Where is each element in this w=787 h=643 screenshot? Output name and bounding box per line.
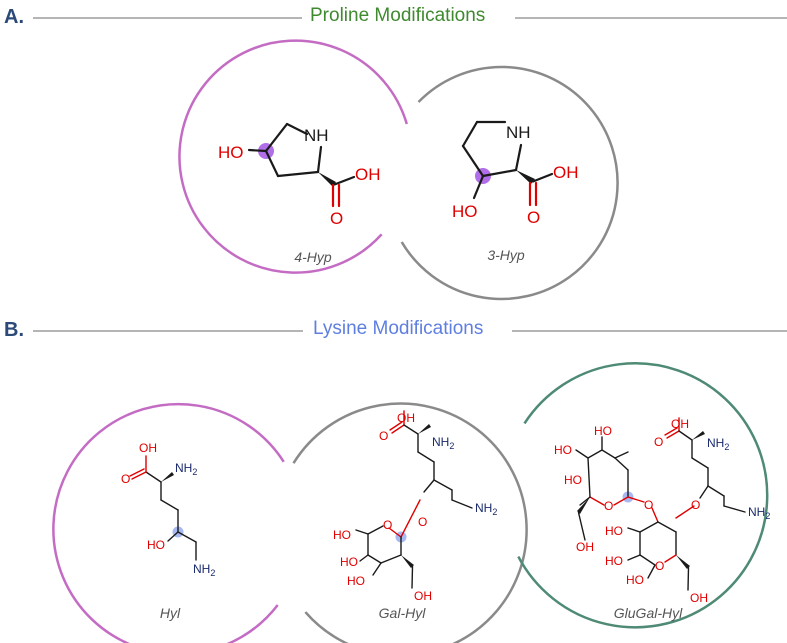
section-a-divider-right bbox=[515, 17, 787, 19]
label-3hyp-o: O bbox=[527, 208, 540, 227]
label-glugal-ho-e: HO bbox=[605, 554, 623, 568]
label-3hyp-ho: HO bbox=[452, 202, 478, 221]
label-hyl-oh-acid: OH bbox=[139, 441, 157, 455]
molecule-4-hyp bbox=[247, 122, 356, 208]
label-hyl-nh2-alpha: NH2 bbox=[175, 461, 197, 477]
name-4-hyp: 4-Hyp bbox=[294, 249, 332, 265]
label-glugal-ring-o2: O bbox=[655, 559, 664, 573]
label-galhyl-nh2-end: NH2 bbox=[475, 501, 497, 517]
label-galhyl-o: O bbox=[379, 429, 388, 443]
label-galhyl-oh-ch2: OH bbox=[414, 589, 432, 603]
name-3-hyp: 3-Hyp bbox=[487, 247, 525, 263]
label-galhyl-oh-acid: OH bbox=[397, 411, 415, 425]
molecule-gal-hyl bbox=[355, 410, 473, 589]
label-4hyp-oh: OH bbox=[355, 165, 381, 184]
label-galhyl-ho3: HO bbox=[347, 574, 365, 588]
name-gal-hyl: Gal-Hyl bbox=[379, 605, 427, 621]
section-a-letter: A. bbox=[4, 6, 24, 28]
molecule-3-hyp bbox=[461, 120, 554, 207]
label-glugal-ho-b: HO bbox=[554, 443, 572, 457]
label-glugal-ho-a: HO bbox=[594, 424, 612, 438]
label-4hyp-nh: NH bbox=[304, 126, 329, 145]
label-glugal-o: O bbox=[654, 435, 663, 449]
label-3hyp-oh: OH bbox=[553, 163, 579, 182]
label-glugal-nh2-alpha: NH2 bbox=[707, 436, 729, 452]
label-hyl-o: O bbox=[121, 472, 130, 486]
label-galhyl-ho2: HO bbox=[340, 555, 358, 569]
label-glugal-ho-c: HO bbox=[564, 473, 582, 487]
section-b-divider-left bbox=[33, 330, 303, 332]
name-hyl: Hyl bbox=[160, 605, 181, 621]
label-glugal-link-o2: O bbox=[691, 498, 700, 512]
ring-glugal-hyl bbox=[517, 362, 769, 629]
label-glugal-oh-ch2-2: OH bbox=[690, 591, 708, 605]
label-4hyp-ho: HO bbox=[218, 143, 244, 162]
section-b-letter: B. bbox=[4, 319, 24, 341]
ring-hyl bbox=[52, 402, 285, 643]
section-a-title: Proline Modifications bbox=[302, 5, 494, 27]
label-glugal-oh-acid: OH bbox=[671, 417, 689, 431]
label-glugal-ring-o1: O bbox=[604, 499, 613, 513]
ring-3-hyp bbox=[400, 65, 619, 301]
label-4hyp-o: O bbox=[330, 209, 343, 228]
section-b-divider-right bbox=[512, 330, 787, 332]
section-a-divider-left bbox=[33, 17, 303, 19]
name-glugal-hyl: GluGal-Hyl bbox=[614, 605, 683, 621]
molecule-glugal-hyl bbox=[575, 417, 746, 591]
ring-gal-hyl bbox=[292, 402, 528, 643]
label-glugal-ho-f: HO bbox=[626, 573, 644, 587]
label-hyl-ho: HO bbox=[147, 538, 165, 552]
section-b-title: Lysine Modifications bbox=[305, 318, 492, 340]
label-glugal-link-o1: O bbox=[644, 498, 653, 512]
molecule-hyl bbox=[129, 455, 197, 561]
label-galhyl-nh2-alpha: NH2 bbox=[432, 435, 454, 451]
label-glugal-nh2-end: NH2 bbox=[748, 505, 770, 521]
label-glugal-oh-ch2-1: OH bbox=[576, 540, 594, 554]
ring-4-hyp bbox=[178, 39, 408, 274]
label-galhyl-link-o: O bbox=[418, 515, 427, 529]
label-hyl-nh2-end: NH2 bbox=[193, 562, 215, 578]
label-glugal-ho-d: HO bbox=[605, 524, 623, 538]
label-galhyl-ring-o: O bbox=[383, 518, 392, 532]
label-galhyl-ho1: HO bbox=[333, 528, 351, 542]
label-3hyp-nh: NH bbox=[506, 123, 531, 142]
